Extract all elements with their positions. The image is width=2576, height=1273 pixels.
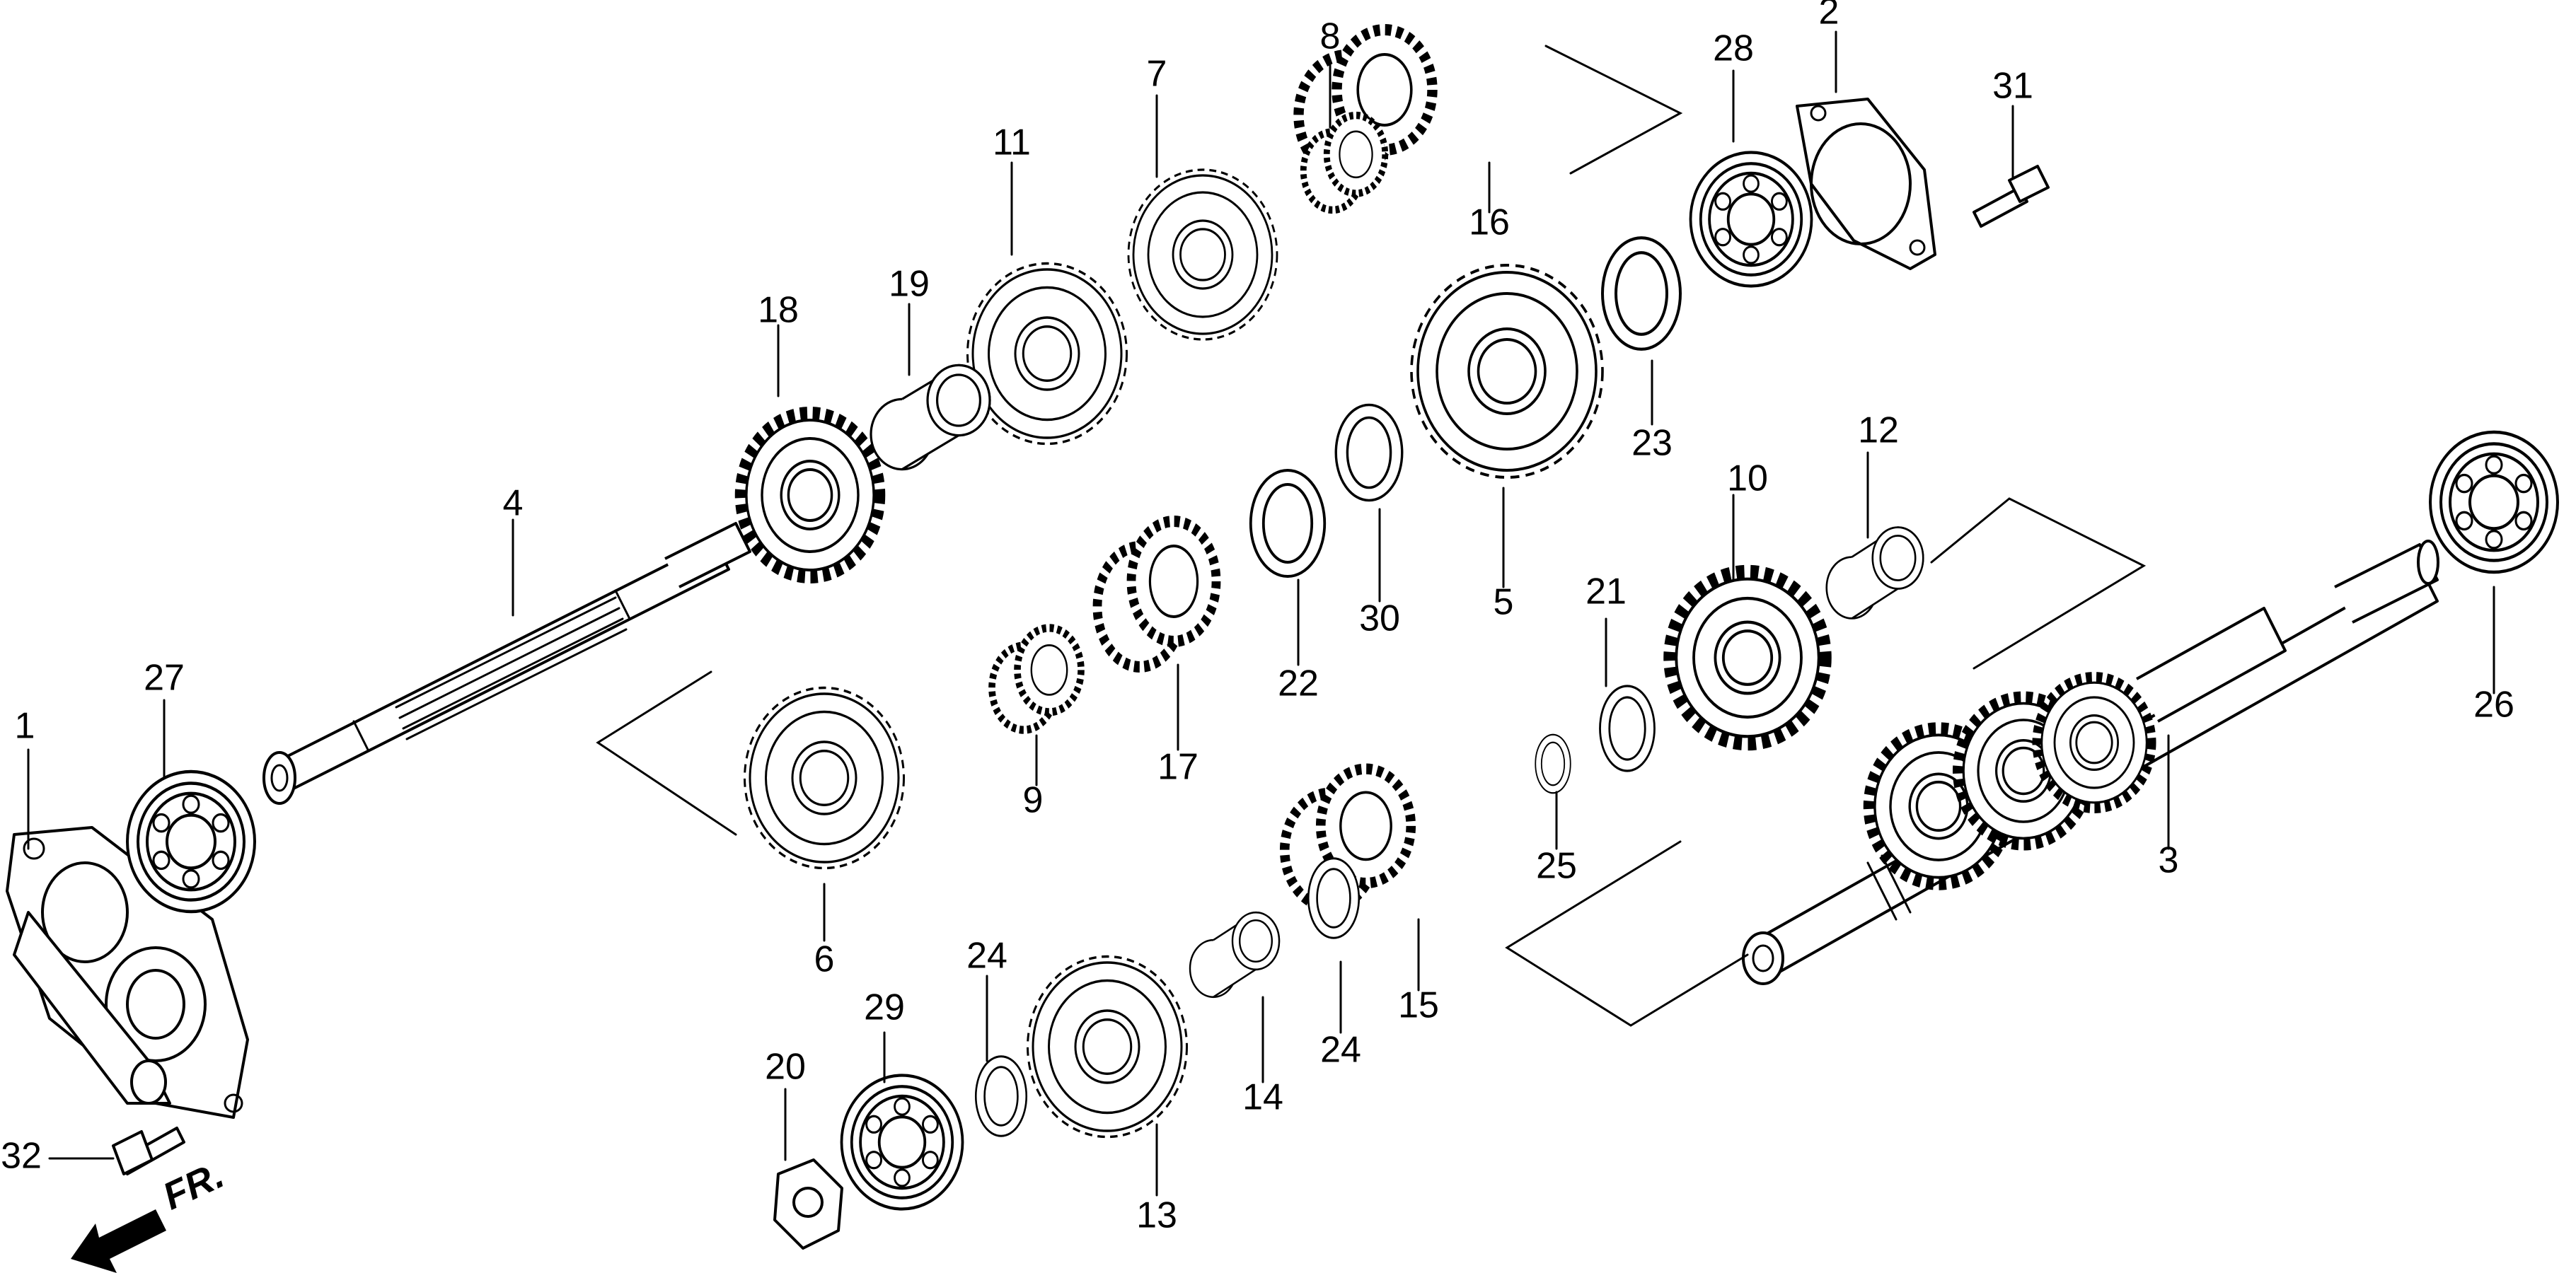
callout-5: 5 — [1494, 582, 1514, 623]
gear-11 — [966, 262, 1128, 446]
gear-5 — [1410, 264, 1604, 479]
callout-3: 3 — [2159, 840, 2179, 881]
callout-4: 4 — [503, 483, 524, 524]
callout-7: 7 — [1147, 54, 1167, 95]
circlip-25 — [1535, 733, 1571, 794]
counter-shaft-gears — [1869, 678, 2151, 883]
callout-19: 19 — [889, 264, 930, 305]
bushing-12 — [1825, 526, 1924, 620]
sleeve-17 — [1097, 521, 1216, 667]
callout-8: 8 — [1320, 16, 1341, 57]
callout-12: 12 — [1858, 410, 1899, 451]
callout-18: 18 — [758, 290, 799, 331]
callout-16: 16 — [1469, 202, 1510, 243]
washer-21 — [1598, 685, 1656, 772]
callout-31: 31 — [1992, 66, 2033, 107]
needle-bearing-30 — [1334, 403, 1404, 502]
callout-17: 17 — [1157, 747, 1199, 788]
main-shaft — [262, 522, 751, 805]
callout-24-upper: 24 — [1320, 1030, 1361, 1071]
callout-2: 2 — [1819, 0, 1839, 33]
callout-labels: 1 2 3 4 5 6 7 8 9 10 11 12 13 14 15 16 1… — [1, 0, 2514, 1236]
nut-20 — [773, 1158, 843, 1250]
callout-28: 28 — [1713, 28, 1754, 69]
callout-22: 22 — [1278, 663, 1319, 704]
callout-27: 27 — [144, 658, 185, 699]
gear-7 — [1127, 168, 1278, 341]
washer-24-upper — [1307, 857, 1361, 939]
callout-10: 10 — [1727, 458, 1768, 499]
callout-29: 29 — [864, 987, 905, 1028]
leader-lines — [27, 30, 2495, 1197]
bearing-29 — [842, 1076, 963, 1209]
hub-9 — [992, 628, 1081, 730]
callout-21: 21 — [1586, 571, 1627, 612]
callout-30: 30 — [1359, 598, 1400, 639]
gear-13 — [1026, 955, 1189, 1139]
callout-11: 11 — [993, 122, 1031, 163]
callout-26: 26 — [2473, 685, 2514, 726]
callout-14: 14 — [1242, 1077, 1283, 1118]
callout-13: 13 — [1136, 1195, 1177, 1236]
arrow-icon — [71, 1209, 166, 1273]
callout-24-lower: 24 — [966, 936, 1007, 977]
bearing-27 — [127, 772, 255, 912]
bracket-lines — [596, 45, 2147, 1027]
washer-22 — [1249, 469, 1327, 578]
bolt-31 — [1973, 165, 2050, 228]
bushing-19 — [870, 364, 991, 471]
front-label: FR. — [156, 1153, 230, 1218]
bushing-14 — [1189, 911, 1281, 999]
bearing-28 — [1691, 153, 1812, 286]
callout-20: 20 — [765, 1047, 806, 1088]
callout-15: 15 — [1398, 985, 1439, 1026]
callout-1: 1 — [15, 706, 35, 747]
gear-10 — [1670, 572, 1825, 743]
left-case-cover — [6, 826, 249, 1119]
right-case-cover — [1796, 98, 1936, 270]
front-direction-marker: FR. — [71, 1153, 231, 1273]
washer-24-lower — [974, 1055, 1028, 1137]
gear-18 — [741, 414, 879, 576]
gear-6 — [743, 686, 906, 870]
callout-6: 6 — [814, 939, 835, 980]
bolt-32 — [112, 1127, 185, 1175]
callout-25: 25 — [1536, 846, 1577, 887]
bearing-26 — [2430, 432, 2558, 572]
callout-32: 32 — [1, 1136, 42, 1177]
callout-23: 23 — [1631, 423, 1673, 464]
callout-9: 9 — [1023, 780, 1044, 821]
washer-23 — [1602, 238, 1680, 349]
